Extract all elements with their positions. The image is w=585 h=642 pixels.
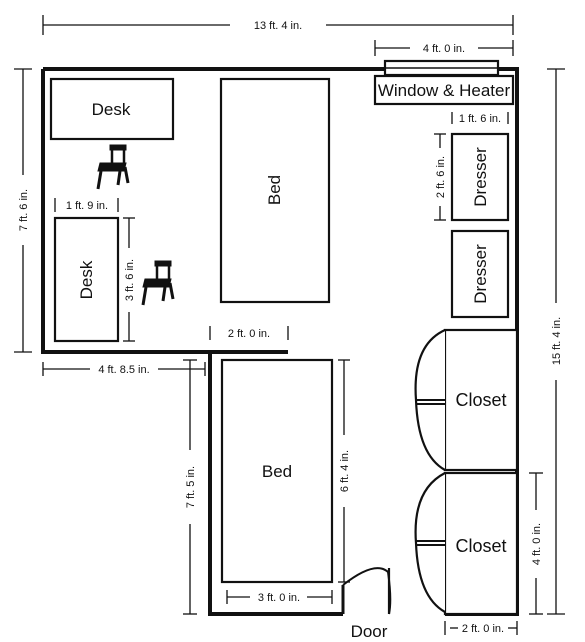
door-label: Door <box>351 622 388 641</box>
svg-text:2 ft. 6 in.: 2 ft. 6 in. <box>435 156 447 198</box>
svg-text:7 ft. 5 in.: 7 ft. 5 in. <box>185 466 197 508</box>
dim-bed-width: 3 ft. 0 in. <box>226 590 333 604</box>
svg-text:7 ft. 6 in.: 7 ft. 6 in. <box>18 189 30 231</box>
svg-text:4 ft. 8.5 in.: 4 ft. 8.5 in. <box>98 364 149 376</box>
svg-text:3 ft. 6 in.: 3 ft. 6 in. <box>124 259 136 301</box>
dim-top-width: 13 ft. 4 in. <box>42 15 514 35</box>
bed-bottom <box>220 358 334 584</box>
desk-top-label: Desk <box>92 100 131 119</box>
dim-bed-gap: 2 ft. 0 in. <box>209 326 289 340</box>
dim-dresser-width: 1 ft. 6 in. <box>451 112 509 125</box>
dim-dresser-depth: 2 ft. 6 in. <box>434 133 447 221</box>
svg-text:1 ft. 6 in.: 1 ft. 6 in. <box>459 113 501 125</box>
door <box>341 567 392 615</box>
svg-text:6 ft. 4 in.: 6 ft. 4 in. <box>339 450 351 492</box>
svg-text:4 ft. 0 in.: 4 ft. 0 in. <box>423 43 465 55</box>
window-heater-label: Window & Heater <box>378 81 511 100</box>
desk-side-label: Desk <box>77 260 96 299</box>
dresser-bottom-label: Dresser <box>471 244 490 304</box>
closet-bottom <box>414 471 519 616</box>
window <box>383 59 500 77</box>
dresser-top <box>450 132 510 222</box>
closet-top-label: Closet <box>455 390 506 410</box>
svg-text:4 ft. 0 in.: 4 ft. 0 in. <box>531 523 543 565</box>
svg-text:3 ft. 0 in.: 3 ft. 0 in. <box>258 592 300 604</box>
dresser-top-label: Dresser <box>471 147 490 207</box>
dim-lower-left-width: 4 ft. 8.5 in. <box>42 362 206 376</box>
dim-bed-length: 6 ft. 4 in. <box>338 359 351 583</box>
dim-desk-length: 3 ft. 6 in. <box>123 217 136 342</box>
dim-window-width: 4 ft. 0 in. <box>374 40 514 56</box>
dim-left-height: 7 ft. 6 in. <box>14 68 32 353</box>
dim-closet-depth: 2 ft. 0 in. <box>444 621 518 635</box>
dim-right-height: 15 ft. 4 in. <box>547 68 565 615</box>
closet-top <box>414 328 519 472</box>
dim-desk-depth: 1 ft. 9 in. <box>54 198 119 212</box>
svg-text:15 ft. 4 in.: 15 ft. 4 in. <box>551 317 563 365</box>
closet-bottom-label: Closet <box>455 536 506 556</box>
desk-top <box>49 77 175 141</box>
svg-text:1 ft. 9 in.: 1 ft. 9 in. <box>66 200 108 212</box>
bed-top-label: Bed <box>265 175 284 205</box>
dim-closet-height: 4 ft. 0 in. <box>529 472 543 615</box>
dim-lower-left-height: 7 ft. 5 in. <box>183 359 197 615</box>
dresser-bottom <box>450 229 510 319</box>
svg-text:2 ft. 0 in.: 2 ft. 0 in. <box>228 328 270 340</box>
chair-icon <box>141 260 175 306</box>
heater-box <box>373 74 515 106</box>
bed-top <box>219 77 331 304</box>
chair-icon <box>96 144 130 190</box>
svg-text:2 ft. 0 in.: 2 ft. 0 in. <box>462 623 504 635</box>
svg-text:13 ft. 4 in.: 13 ft. 4 in. <box>254 20 302 32</box>
bed-bottom-label: Bed <box>262 462 292 481</box>
desk-side <box>53 216 120 343</box>
